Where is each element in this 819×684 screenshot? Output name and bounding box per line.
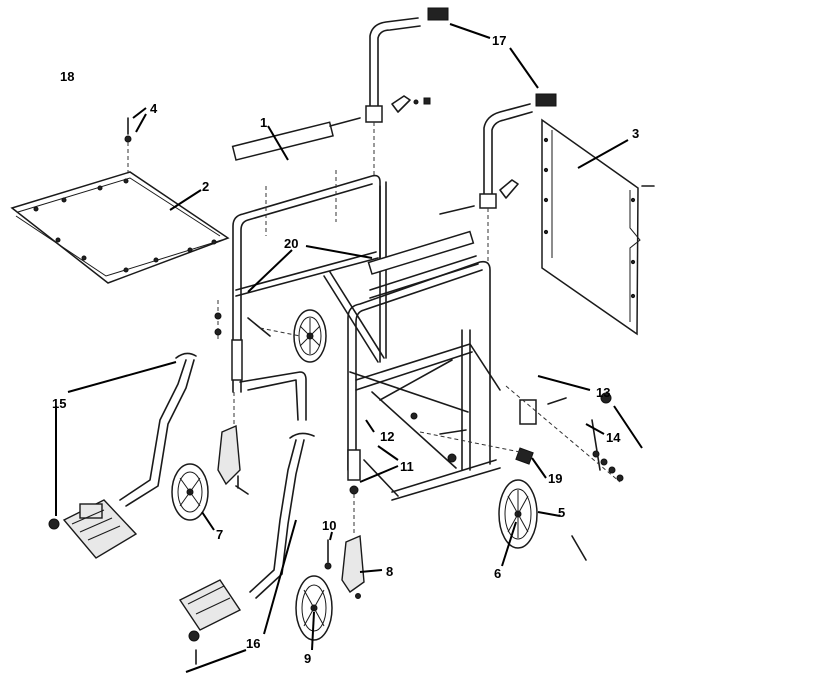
rear-wheel-right bbox=[498, 479, 538, 549]
callout-16: 16 bbox=[246, 636, 261, 651]
callout-10: 10 bbox=[322, 518, 337, 533]
callout-18: 18 bbox=[60, 69, 75, 84]
callout-9: 9 bbox=[304, 651, 312, 666]
footrest-right bbox=[178, 432, 315, 665]
seat-panel bbox=[10, 171, 230, 284]
arm-pad-left bbox=[231, 121, 337, 236]
caster-fork-left bbox=[217, 339, 249, 495]
callout-13: 13 bbox=[596, 385, 611, 400]
brake-assembly bbox=[247, 317, 624, 483]
callout-8: 8 bbox=[386, 564, 394, 579]
callout-19: 19 bbox=[548, 471, 563, 486]
caster-wheel-left bbox=[171, 463, 209, 521]
callout-4: 4 bbox=[150, 101, 158, 116]
callout-14: 14 bbox=[606, 430, 621, 445]
callout-2: 2 bbox=[202, 179, 210, 194]
back-panel bbox=[541, 118, 655, 336]
seat-screw bbox=[124, 117, 132, 172]
callout-12: 12 bbox=[380, 429, 395, 444]
handle-right bbox=[439, 93, 557, 262]
handle-left bbox=[329, 7, 449, 176]
caster-wheel-front bbox=[295, 575, 333, 641]
callout-6: 6 bbox=[494, 566, 502, 581]
callout-5: 5 bbox=[558, 505, 566, 520]
callout-11: 11 bbox=[400, 459, 414, 474]
callout-7: 7 bbox=[216, 527, 224, 542]
footrest-left bbox=[48, 352, 197, 559]
callout-15: 15 bbox=[52, 396, 67, 411]
callout-1: 1 bbox=[260, 115, 268, 130]
callout-3: 3 bbox=[632, 126, 640, 141]
callout-17: 17 bbox=[492, 33, 507, 48]
callout-20: 20 bbox=[284, 236, 299, 251]
leader-lines bbox=[55, 23, 643, 673]
caster-fork-right bbox=[341, 449, 365, 593]
rear-wheel-left bbox=[293, 309, 327, 363]
frame bbox=[232, 174, 501, 501]
